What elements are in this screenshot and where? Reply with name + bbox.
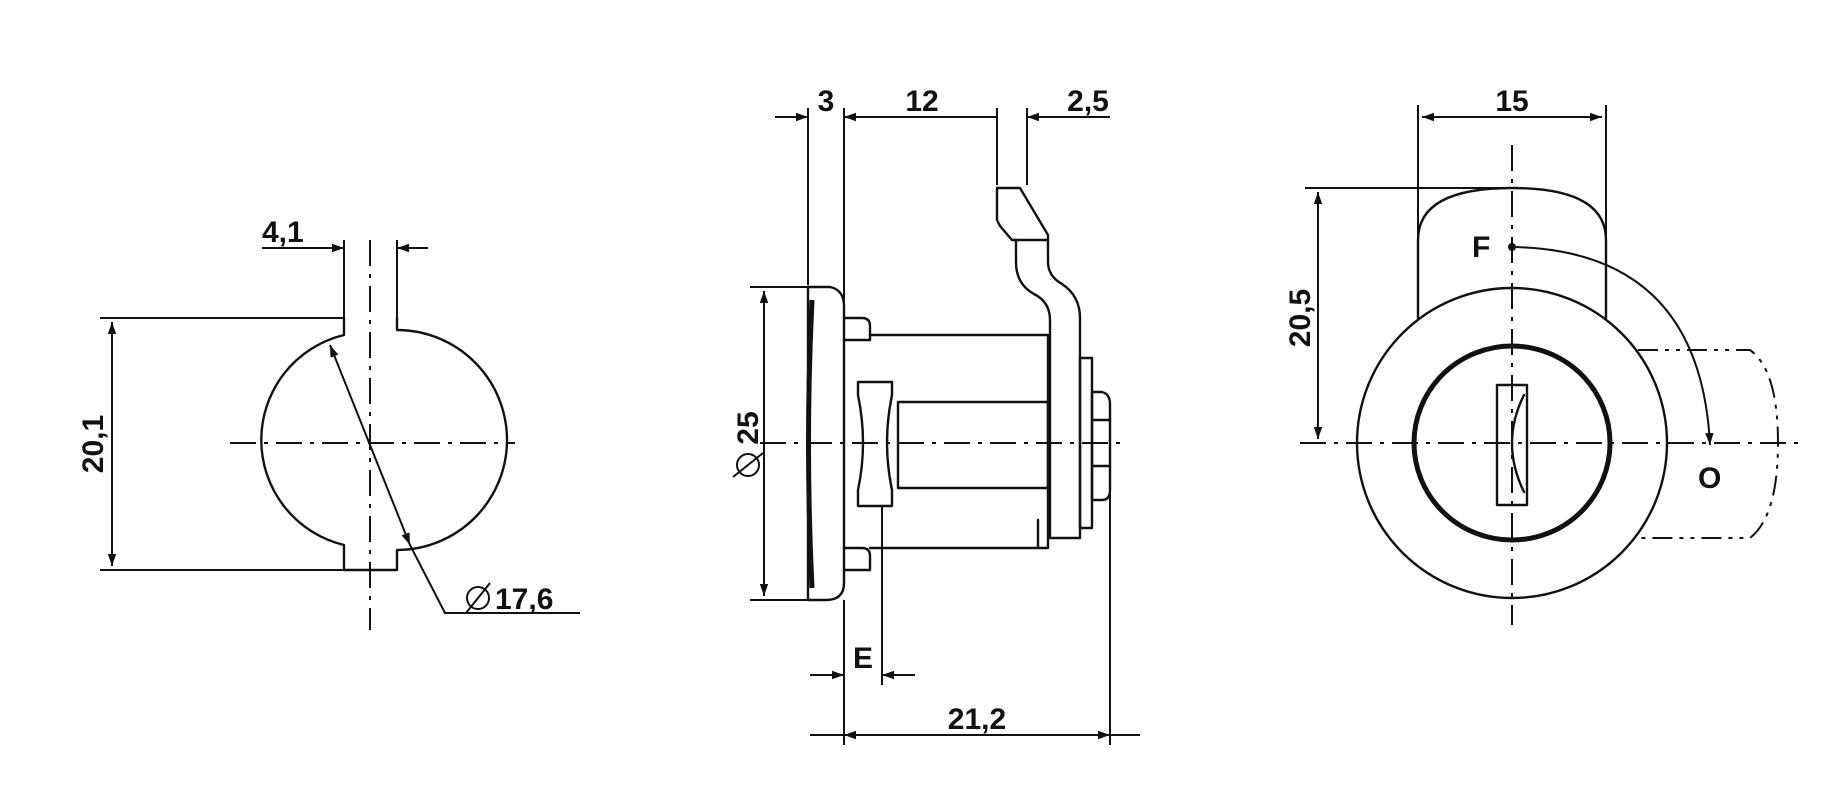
open-position-label: F [1472,231,1490,264]
rear-view: F O 15 20,5 [1284,85,1800,625]
height-20-5-label: 20,5 [1284,289,1317,347]
side-view: 3 12 2,5 25 [732,85,1140,745]
cutout-profile [260,316,509,572]
cam-dim-label: 2,5 [1067,85,1109,118]
lower-clip-tab [842,546,872,572]
diameter-symbol-25 [732,452,764,478]
height-dim-label: 20,1 [77,415,110,473]
diameter-leader [409,544,580,614]
diameter-dim-label-25: 25 [732,411,765,444]
width-15-label: 15 [1495,85,1528,118]
body-dim-label: 12 [905,85,938,118]
e-dim-label: E [853,642,873,675]
flange-dim-label: 3 [818,85,835,118]
diameter-dim-label: 17,6 [495,583,553,616]
lock-shaft [896,400,1050,490]
front-profile-view: 4,1 20,1 17,6 [77,216,580,630]
upper-clip-tab [842,316,872,342]
lock-body [868,333,1050,550]
width-dim-label: 4,1 [262,216,304,249]
cam-arm [995,186,1082,540]
diameter-symbol [465,582,491,614]
closed-position-label: O [1698,462,1721,495]
retaining-nut [1090,390,1112,502]
length-dim-label: 21,2 [948,703,1006,736]
diameter-dim-line [329,344,411,546]
rotation-arrow [1511,246,1714,446]
lock-bezel [806,285,846,602]
spring-clip [856,380,894,508]
